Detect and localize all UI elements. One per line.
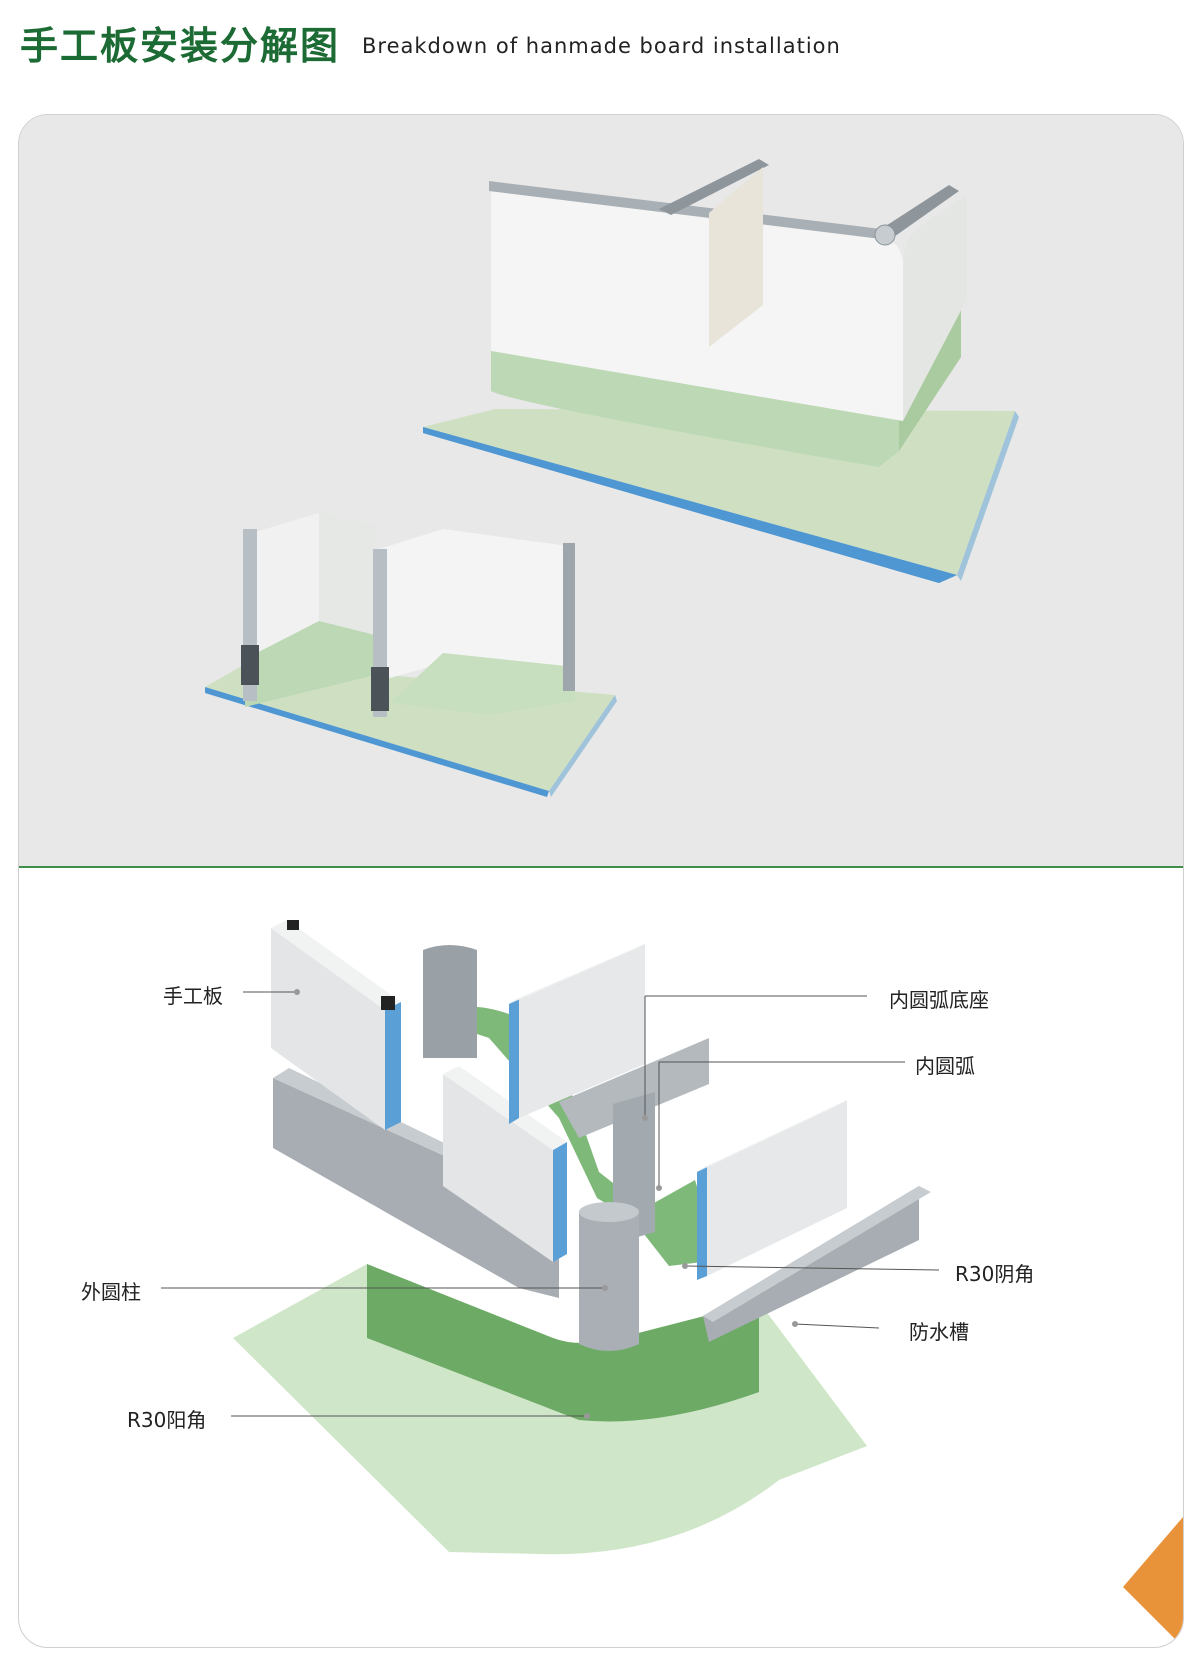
r30-outer-corner-strip — [367, 1264, 759, 1422]
label-waterproof-groove: 防水槽 — [909, 1320, 969, 1344]
page-header: 手工板安装分解图 Breakdown of hanmade board inst… — [20, 12, 841, 72]
label-r30-inner-corner: R30阴角 — [955, 1262, 1035, 1286]
label-r30-outer-corner: R30阳角 — [127, 1408, 207, 1432]
assembled-view-illustration — [205, 159, 1019, 797]
large-installation-model — [423, 159, 1019, 583]
handmade-board-right — [707, 1100, 847, 1276]
handmade-board-top-right — [519, 944, 645, 1118]
page-title: 手工板安装分解图 — [20, 23, 341, 68]
diagram-card: 手工板 内圆弧底座 内圆弧 外圆柱 R30阴角 防水槽 R30阳角 — [18, 114, 1184, 1648]
label-handmade-board: 手工板 — [163, 984, 223, 1008]
inner-green-strip — [423, 1006, 719, 1266]
label-inner-arc: 内圆弧 — [915, 1054, 975, 1078]
exploded-view-panel: 手工板 内圆弧底座 内圆弧 外圆柱 R30阴角 防水槽 R30阳角 — [19, 868, 1183, 1647]
small-installation-model — [205, 513, 617, 797]
outer-column — [579, 1205, 639, 1351]
page-subtitle: Breakdown of hanmade board installation — [362, 34, 841, 58]
exploded-view-illustration — [161, 920, 940, 1555]
label-outer-column: 外圆柱 — [81, 1280, 141, 1304]
corner-accent-triangle — [1123, 1517, 1183, 1647]
panel-divider — [19, 866, 1183, 868]
assembled-view-panel — [19, 115, 1183, 866]
label-inner-arc-base: 内圆弧底座 — [889, 988, 989, 1012]
left-base-rail — [273, 1078, 559, 1298]
leader-dots — [294, 989, 798, 1419]
leader-lines — [161, 991, 940, 1417]
handmade-board-left — [271, 928, 385, 1130]
middle-base-rail — [559, 1038, 709, 1138]
inner-arc-post — [423, 945, 477, 1058]
handmade-board-middle — [443, 1074, 553, 1262]
